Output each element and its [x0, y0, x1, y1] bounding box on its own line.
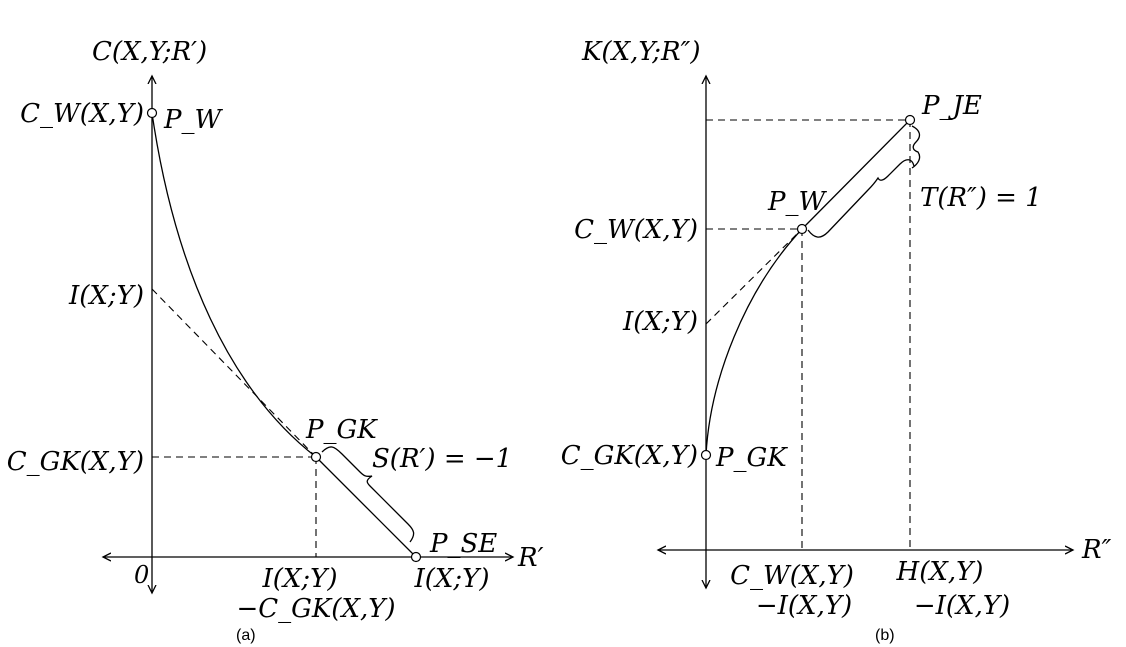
panel-b-xtick-cw-line2: −I(X,Y)	[756, 591, 852, 621]
panel-a-caption: (a)	[236, 627, 256, 644]
panel-b-xtick-cw-line1: C_W(X,Y)	[730, 561, 854, 591]
panel-b-ytick-cgk: C_GK(X,Y)	[561, 441, 698, 471]
panel-b-label-pgk: P_GK	[715, 443, 788, 473]
panel-b-slope-line	[801, 119, 911, 230]
panel-b-caption: (b)	[875, 627, 895, 644]
panel-a-origin-label: 0	[134, 561, 149, 589]
panel-b-ytick-ixy: I(X;Y)	[622, 307, 698, 337]
panel-a-ytick-ixy: I(X;Y)	[68, 281, 144, 311]
panel-a-slope-brace	[321, 446, 415, 543]
panel-a-label-pw: P_W	[163, 105, 223, 135]
panel-b-xtick-h-line1: H(X,Y)	[896, 557, 984, 587]
panel-a-x-axis-label: R′	[517, 543, 544, 573]
panel-b-slope-label: T(R″) = 1	[920, 183, 1042, 213]
panel-a: C(X,Y;R′) R′ 0 C_W(X,Y) I(X;Y) C_GK(X,Y)…	[7, 37, 544, 644]
panel-a-xtick-diff-line2: −C_GK(X,Y)	[236, 594, 395, 624]
panel-b-label-pw: P_W	[767, 187, 827, 217]
panel-b-point-pgk	[700, 449, 712, 461]
panel-a-ytick-cgk: C_GK(X,Y)	[7, 447, 144, 477]
panel-a-label-pgk: P_GK	[305, 415, 378, 445]
panel-a-y-axis-label: C(X,Y;R′)	[92, 37, 207, 67]
panel-a-ytick-cw: C_W(X,Y)	[20, 99, 144, 129]
panel-a-curve	[151, 112, 317, 458]
panel-b: K(X,Y;R″) R″ C_W(X,Y) I(X;Y) C_GK(X,Y) C…	[561, 37, 1112, 644]
panel-b-xtick-h-line2: −I(X,Y)	[914, 591, 1010, 621]
panel-b-x-axis-label: R″	[1081, 535, 1112, 565]
panel-a-xtick-diff-line1: I(X;Y)	[262, 564, 338, 594]
panel-a-slope-label: S(R′) = −1	[372, 444, 512, 474]
panel-b-slope-brace	[807, 159, 915, 238]
panel-b-ytick-cw: C_W(X,Y)	[574, 215, 698, 245]
panel-a-tangent-dashed-line	[151, 288, 317, 458]
panel-b-curve	[705, 228, 803, 456]
panel-b-y-axis-label: K(X,Y;R″)	[581, 37, 701, 67]
panel-a-xtick-ixy: I(X;Y)	[414, 564, 490, 594]
panel-a-point-pse	[410, 551, 422, 563]
panel-a-point-pw	[146, 107, 158, 119]
panel-b-point-pje	[904, 114, 916, 126]
panel-a-label-pse: P_SE	[429, 529, 497, 559]
panel-a-point-pgk	[310, 451, 322, 463]
panel-a-slope-line	[315, 456, 417, 558]
panel-b-vertical-brace	[911, 125, 921, 169]
panel-b-point-pw	[796, 223, 808, 235]
panel-b-tangent-dashed-line	[705, 228, 803, 325]
panel-b-label-pje: P_JE	[921, 91, 982, 121]
